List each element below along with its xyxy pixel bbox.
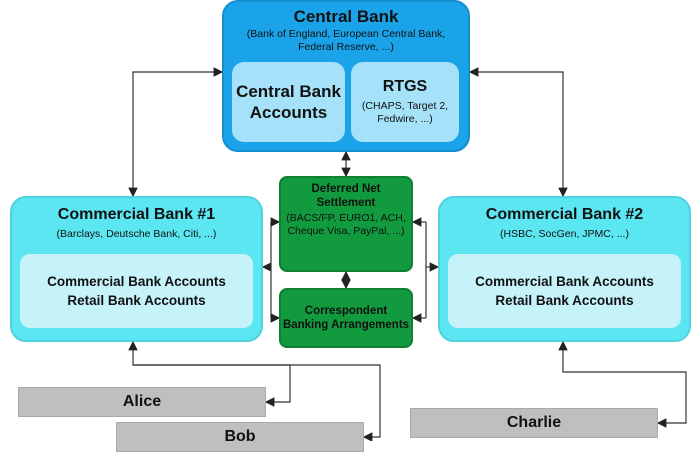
arrow-central-to-commercial-2 [468, 67, 568, 198]
central-bank-accounts-label: Central Bank Accounts [236, 82, 341, 122]
commercial-bank-2-accounts-line2: Retail Bank Accounts [495, 293, 634, 308]
commercial-bank-2-title: Commercial Bank #2 [485, 206, 644, 223]
commercial-bank-2-subtitle: (HSBC, SocGen, JPMC, ...) [500, 228, 629, 240]
person-bob: Bob [116, 422, 364, 452]
commercial-bank-2-accounts: Commercial Bank Accounts Retail Bank Acc… [448, 254, 681, 328]
commercial-bank-1-accounts-line2: Retail Bank Accounts [67, 293, 206, 308]
correspondent-banking-box: Correspondent Banking Arrangements [279, 288, 413, 348]
rtgs-subtitle: (CHAPS, Target 2, Fedwire, ...) [361, 100, 449, 125]
person-alice: Alice [18, 387, 266, 417]
arrow-central-to-commercial-1 [128, 67, 224, 198]
bob-label: Bob [224, 428, 256, 445]
connector-arrows [128, 67, 687, 441]
commercial-bank-2-accounts-line1: Commercial Bank Accounts [475, 274, 654, 289]
central-bank-box: Central Bank (Bank of England, European … [222, 0, 470, 152]
central-bank-subtitle: (Bank of England, European Central Bank,… [246, 28, 446, 53]
commercial-bank-1-accounts: Commercial Bank Accounts Retail Bank Acc… [20, 254, 253, 328]
arrow-commercial-2-to-charlie [558, 340, 687, 428]
commercial-bank-1-subtitle: (Barclays, Deutsche Bank, Citi, ...) [56, 228, 217, 240]
central-bank-title: Central Bank [293, 7, 399, 26]
person-charlie: Charlie [410, 408, 658, 438]
dns-subtitle: (BACS/FP, EURO1, ACH, Cheque Visa, PayPa… [286, 212, 406, 237]
rtgs-title: RTGS [382, 78, 428, 95]
rtgs-box: RTGS (CHAPS, Target 2, Fedwire, ...) [351, 62, 459, 142]
commercial-bank-1-accounts-line1: Commercial Bank Accounts [47, 274, 226, 289]
arrow-commercial-1-to-bob [133, 364, 381, 441]
commercial-bank-1-box: Commercial Bank #1 (Barclays, Deutsche B… [10, 196, 263, 342]
commercial-bank-1-title: Commercial Bank #1 [57, 206, 216, 223]
dns-title: Deferred Net Settlement [311, 183, 381, 209]
commercial-bank-2-box: Commercial Bank #2 (HSBC, SocGen, JPMC, … [438, 196, 691, 342]
deferred-net-settlement-box: Deferred Net Settlement (BACS/FP, EURO1,… [279, 176, 413, 272]
correspondent-banking-title: Correspondent Banking Arrangements [282, 305, 410, 331]
central-bank-accounts-box: Central Bank Accounts [232, 62, 345, 142]
charlie-label: Charlie [506, 414, 562, 431]
alice-label: Alice [122, 393, 162, 410]
